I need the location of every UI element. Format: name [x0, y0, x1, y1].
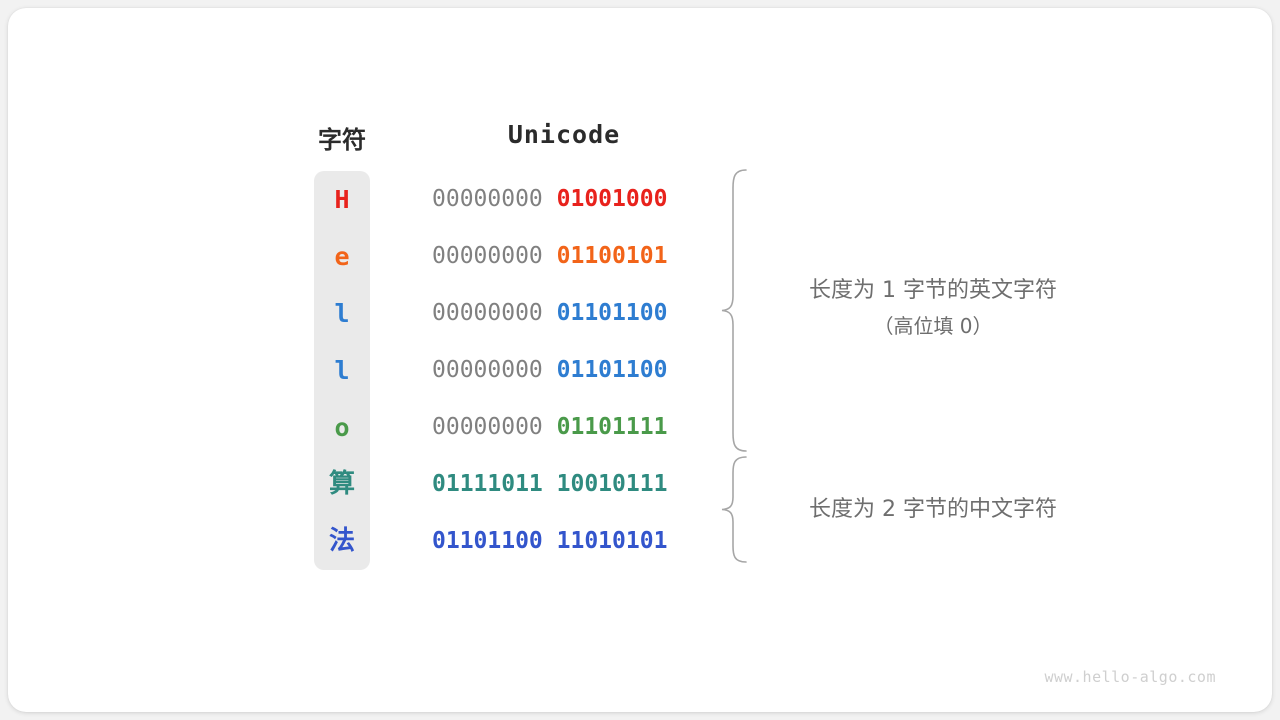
low-byte: 01100101: [556, 243, 668, 269]
row-unicode-bits: 00000000 01001000: [432, 171, 702, 228]
high-byte: 00000000: [432, 186, 543, 212]
row-character: 算: [328, 469, 355, 499]
annotation-double-byte-line1: 长度为 2 字节的中文字符: [809, 497, 1057, 522]
row-character: e: [334, 242, 350, 271]
column-header-character: 字符: [318, 127, 366, 154]
annotation-double-byte: 长度为 2 字节的中文字符: [778, 492, 1088, 528]
annotation-single-byte-line1: 长度为 1 字节的英文字符: [809, 278, 1057, 303]
brace-double-byte: [720, 455, 754, 570]
row-character: 法: [328, 526, 355, 556]
row-unicode-bits: 00000000 01100101: [432, 228, 702, 285]
row-unicode-bits: 00000000 01101111: [432, 399, 702, 456]
row-unicode-bits: 00000000 01101100: [432, 285, 702, 342]
row-character: H: [334, 185, 350, 214]
low-byte: 01101111: [556, 414, 668, 440]
row-unicode-bits: 01101100 11010101: [432, 513, 702, 570]
row-unicode-bits: 01111011 10010111: [432, 456, 702, 513]
row-unicode-bits: 00000000 01101100: [432, 342, 702, 399]
low-byte: 01101100: [556, 357, 668, 383]
high-byte: 00000000: [432, 414, 543, 440]
low-byte: 01001000: [556, 186, 668, 212]
high-byte: 01101100: [432, 528, 543, 554]
row-character: l: [334, 356, 350, 385]
row-character: l: [334, 299, 350, 328]
high-byte: 01111011: [432, 471, 543, 497]
low-byte: 01101100: [556, 300, 668, 326]
high-byte: 00000000: [432, 300, 543, 326]
row-character: o: [334, 413, 350, 442]
diagram-stage: 字符 Unicode H 00000000 01001000 e 00000000 0…: [8, 8, 1272, 712]
low-byte: 11010101: [556, 528, 668, 554]
annotation-single-byte: 长度为 1 字节的英文字符 （高位填 0）: [778, 273, 1088, 343]
annotation-single-byte-line2: （高位填 0）: [873, 314, 993, 338]
low-byte: 10010111: [556, 471, 668, 497]
high-byte: 00000000: [432, 357, 543, 383]
character-column-panel: [314, 171, 370, 570]
diagram-card: 字符 Unicode H 00000000 01001000 e 00000000 0…: [8, 8, 1272, 712]
column-header-unicode: Unicode: [507, 120, 621, 149]
watermark: www.hello-algo.com: [1044, 668, 1216, 686]
high-byte: 00000000: [432, 243, 543, 269]
brace-single-byte: [720, 168, 754, 458]
